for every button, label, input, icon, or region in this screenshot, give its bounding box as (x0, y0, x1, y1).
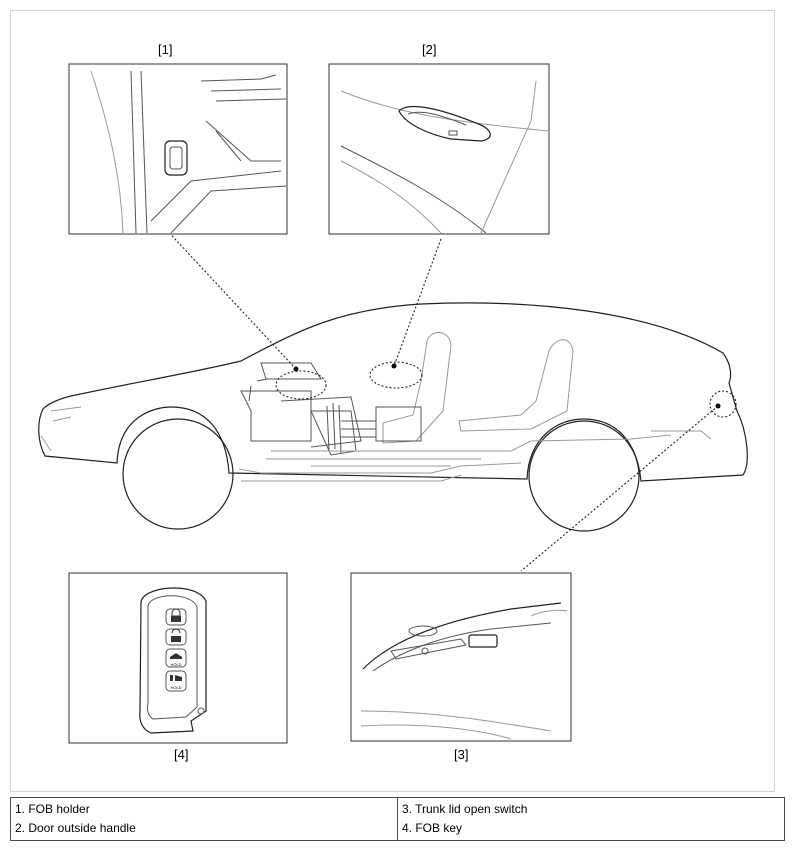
car-interior (240, 332, 672, 467)
diagram-drawing: HOLD HOLD (38, 63, 748, 744)
leader-line-3 (520, 405, 719, 572)
trunk-open-switch (468, 634, 498, 648)
car-body (38, 302, 748, 532)
callout-1: [1] (158, 42, 173, 57)
inset-trunk-switch (350, 572, 572, 742)
legend-item-fob-holder: 1. FOB holder (15, 802, 90, 816)
trunk-switch-marker (709, 390, 737, 418)
callout-3: [3] (454, 747, 469, 762)
door-handle-marker (369, 361, 423, 389)
callout-4: [4] (174, 747, 189, 762)
panic-button (165, 670, 187, 692)
leader-line-2 (393, 238, 442, 367)
legend-item-door-handle: 2. Door outside handle (15, 821, 136, 835)
inset-fob-key: HOLD HOLD (68, 572, 288, 744)
trunk-button (165, 648, 187, 668)
callout-2: [2] (422, 42, 437, 57)
location-markers (160, 223, 737, 572)
leader-line-1 (160, 223, 297, 370)
legend-left-cell: 1. FOB holder 2. Door outside handle (10, 797, 398, 841)
hold-label-trunk: HOLD (170, 662, 181, 667)
legend-right-cell: 3. Trunk lid open switch 4. FOB key (397, 797, 785, 841)
legend-item-trunk-switch: 3. Trunk lid open switch (402, 802, 528, 816)
hold-label-panic: HOLD (170, 685, 181, 690)
legend-table: 1. FOB holder 2. Door outside handle 3. … (10, 797, 785, 841)
inset-fob-holder (68, 63, 288, 235)
component-location-figure: HOLD HOLD [1] [2] [4] [3] (10, 10, 775, 792)
inset-door-handle (328, 63, 550, 235)
fob-holder-marker (275, 370, 327, 400)
legend-item-fob-key: 4. FOB key (402, 821, 463, 835)
